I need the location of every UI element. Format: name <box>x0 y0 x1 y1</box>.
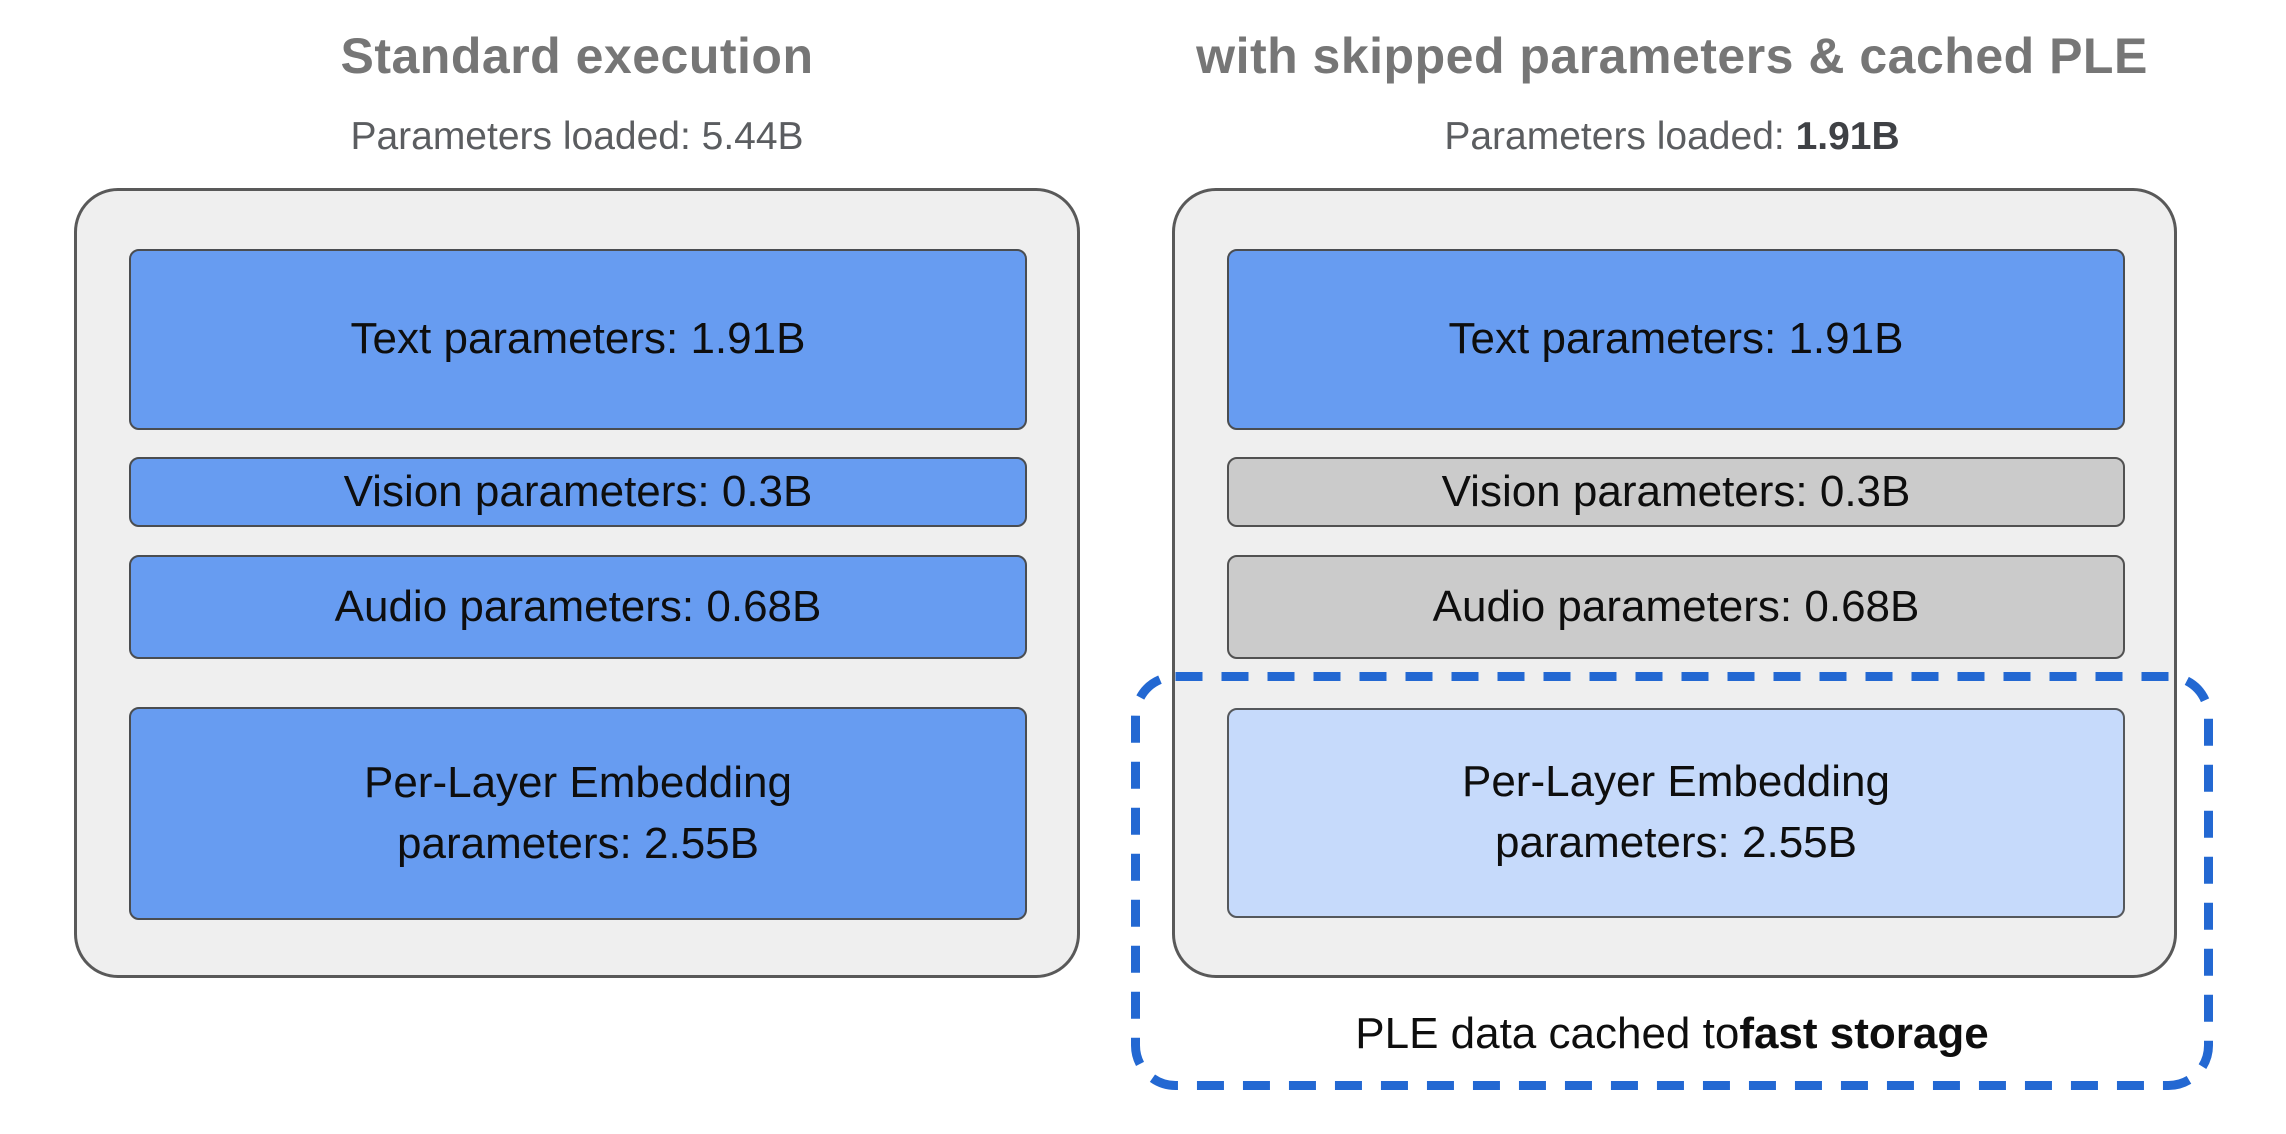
left-param-box-text-label: Text parameters: 1.91B <box>350 314 806 364</box>
right-param-box-text-label: Text parameters: 1.91B <box>1448 314 1904 364</box>
right-subtitle-label: Parameters loaded: <box>1444 115 1796 158</box>
right-panel-title: with skipped parameters & cached PLE <box>1196 28 2148 84</box>
left-param-box-audio: Audio parameters: 0.68B <box>129 555 1027 659</box>
left-param-box-text: Text parameters: 1.91B <box>129 249 1027 430</box>
right-param-box-vision-label: Vision parameters: 0.3B <box>1441 466 1911 516</box>
left-panel-title: Standard execution <box>340 28 814 84</box>
left-subtitle-value: 5.44B <box>701 115 804 158</box>
right-param-box-ple-line1: Per-Layer Embedding <box>1461 757 1890 807</box>
ple-cache-dashed-outline <box>1131 672 2213 1090</box>
ple-cache-caption: PLE data cached to fast storage <box>1131 978 2213 1090</box>
left-param-box-vision: Vision parameters: 0.3B <box>129 457 1027 527</box>
ple-cache-caption-prefix: PLE data cached to <box>1355 1009 1740 1058</box>
right-subtitle-value: 1.91B <box>1795 115 1900 158</box>
right-param-box-audio-skipped: Audio parameters: 0.68B <box>1227 555 2125 659</box>
left-param-box-vision-label: Vision parameters: 0.3B <box>343 466 813 516</box>
right-param-box-vision-skipped: Vision parameters: 0.3B <box>1227 457 2125 527</box>
right-param-box-ple-line2: parameters: 2.55B <box>1495 818 1857 867</box>
right-param-box-text: Text parameters: 1.91B <box>1227 249 2125 430</box>
dashed-rect-icon <box>1131 672 2213 1090</box>
left-model-container: Text parameters: 1.91B Vision parameters… <box>74 188 1080 978</box>
left-param-box-audio-label: Audio parameters: 0.68B <box>334 581 822 631</box>
left-panel-subtitle: Parameters loaded: 5.44B <box>74 114 1080 161</box>
right-param-box-ple-cached: Per-Layer Embedding parameters: 2.55B <box>1227 708 2125 918</box>
left-param-box-ple-line2: parameters: 2.55B <box>397 818 759 868</box>
left-subtitle-label: Parameters loaded: <box>350 115 702 158</box>
left-param-box-ple: Per-Layer Embedding parameters: 2.55B <box>129 707 1027 920</box>
right-model-container: Text parameters: 1.91B Vision parameters… <box>1172 188 2177 978</box>
left-param-box-ple-line1: Per-Layer Embedding <box>363 757 792 807</box>
right-panel-subtitle: Parameters loaded: 1.91B <box>1131 114 2213 161</box>
ple-cache-caption-bold: fast storage <box>1739 1009 1989 1058</box>
right-param-box-audio-label: Audio parameters: 0.68B <box>1432 581 1920 631</box>
